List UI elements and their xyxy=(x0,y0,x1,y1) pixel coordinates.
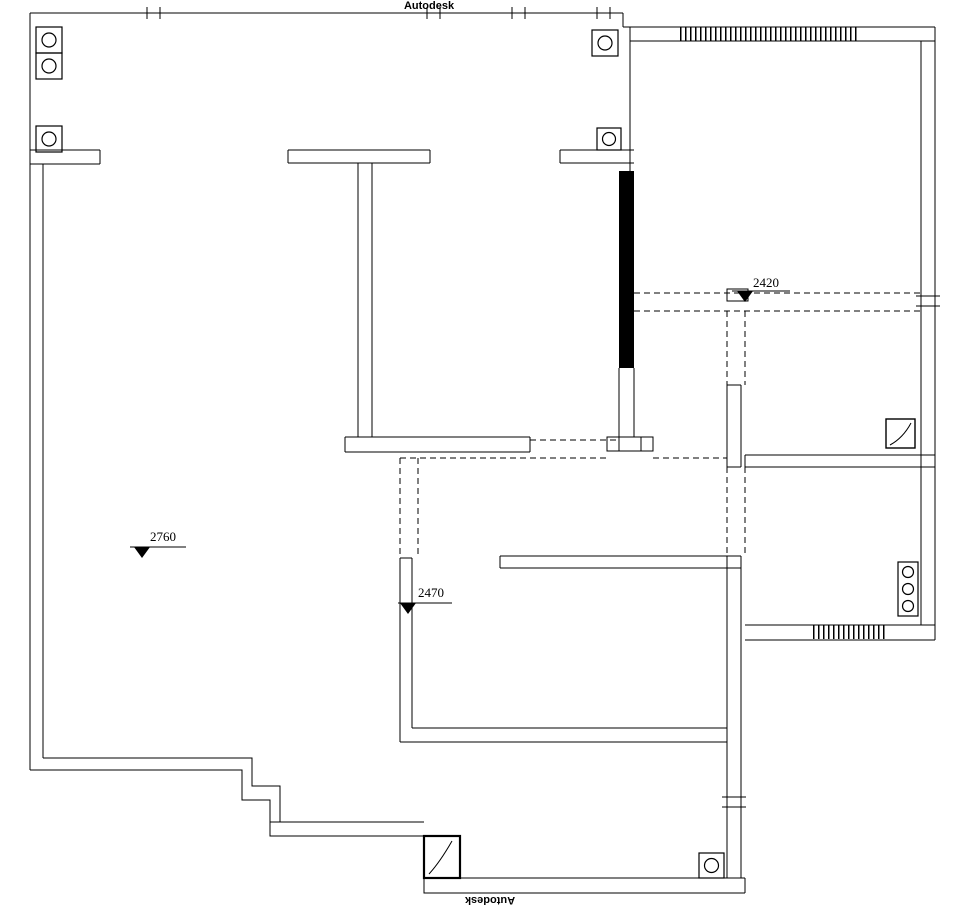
shear-wall-column xyxy=(619,171,634,368)
door-frame-symbol xyxy=(606,436,654,452)
elevation-marker-2470: 2470 xyxy=(398,585,452,614)
elevation-marker-2420: 2420 xyxy=(732,275,790,302)
elevation-label: 2470 xyxy=(418,585,444,600)
elevation-label: 2420 xyxy=(753,275,779,290)
pipe-shaft-symbol xyxy=(596,127,622,151)
autodesk-watermark-bottom: Autodesk xyxy=(464,894,515,906)
door-panel-symbol xyxy=(422,834,462,880)
radiator-symbol xyxy=(897,561,919,617)
dashed-beam-lines xyxy=(399,292,922,558)
elevation-triangle-icon xyxy=(134,547,150,558)
pipe-shaft-symbols xyxy=(35,26,725,879)
interior-walls xyxy=(287,149,935,878)
door-panel-symbol xyxy=(885,418,916,449)
pipe-shaft-symbol xyxy=(35,52,63,80)
elevation-label: 2760 xyxy=(150,529,176,544)
exterior-walls xyxy=(29,7,940,894)
autodesk-watermark-top: Autodesk xyxy=(404,0,455,12)
elevation-triangle-icon xyxy=(737,291,753,302)
pipe-shaft-symbol xyxy=(35,125,63,153)
pipe-shaft-symbol xyxy=(698,852,725,879)
pipe-shaft-symbol xyxy=(591,29,619,57)
elevation-triangle-icon xyxy=(400,603,416,614)
pipe-shaft-symbol xyxy=(35,26,63,54)
elevation-marker-2760: 2760 xyxy=(130,529,186,558)
